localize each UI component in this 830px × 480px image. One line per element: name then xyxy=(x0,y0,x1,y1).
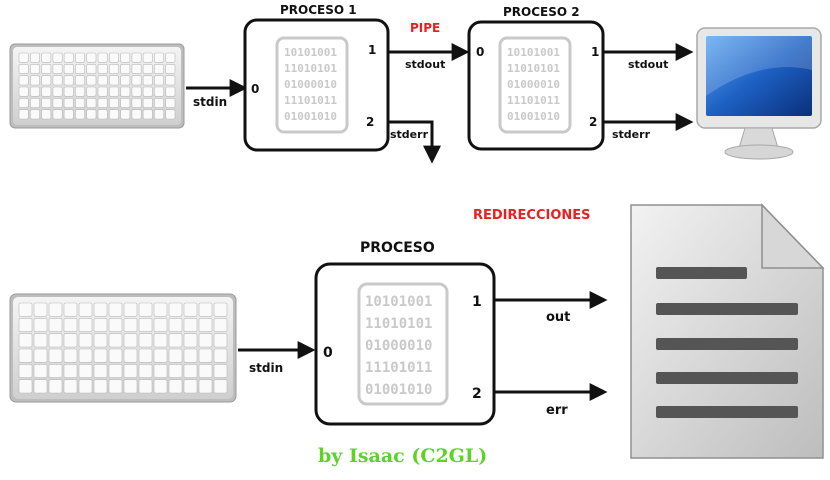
out-label: out xyxy=(546,310,570,325)
keyboard-icon xyxy=(9,293,237,403)
process1-stderr-arrow xyxy=(388,120,441,164)
svg-text:10101001: 10101001 xyxy=(365,294,432,310)
process2-binary-panel xyxy=(498,36,572,134)
process2-binary: 10101001 11010101 01000010 11101011 0100… xyxy=(507,46,560,123)
process1-title: PROCESO 1 xyxy=(280,3,357,17)
svg-text:01001010: 01001010 xyxy=(284,110,337,123)
process2-fd0: 0 xyxy=(476,45,484,59)
svg-text:01000010: 01000010 xyxy=(284,78,337,91)
svg-text:01000010: 01000010 xyxy=(507,78,560,91)
svg-text:11010101: 11010101 xyxy=(507,62,560,75)
monitor-icon xyxy=(696,27,822,160)
process1-stdout-label: stdout xyxy=(405,58,445,71)
process2-fd2: 2 xyxy=(589,115,597,129)
process1-binary: 10101001 11010101 01000010 11101011 0100… xyxy=(284,46,337,123)
process-binary: 10101001 11010101 01000010 11101011 0100… xyxy=(365,294,432,398)
process1-fd2: 2 xyxy=(366,115,374,129)
keyboard-icon xyxy=(9,43,185,129)
stdin-label: stdin xyxy=(193,95,227,109)
process1-stderr-label: stderr xyxy=(390,128,429,141)
process2-stdout-label: stdout xyxy=(628,58,668,71)
process1-box xyxy=(243,18,390,152)
process-fd1: 1 xyxy=(472,294,482,310)
author-credit: by Isaac (C2GL) xyxy=(318,445,487,467)
process-title: PROCESO xyxy=(360,240,435,256)
stdin-label: stdin xyxy=(249,361,283,375)
pipe-label: PIPE xyxy=(410,21,440,35)
process2-stderr-label: stderr xyxy=(612,128,651,141)
process-binary-panel xyxy=(357,282,449,406)
svg-text:10101001: 10101001 xyxy=(507,46,560,59)
document-icon xyxy=(630,203,825,459)
svg-text:11010101: 11010101 xyxy=(284,62,337,75)
process1-binary-panel xyxy=(275,36,349,134)
svg-text:01001010: 01001010 xyxy=(365,382,432,398)
svg-text:01000010: 01000010 xyxy=(365,338,432,354)
process1-fd0: 0 xyxy=(251,82,259,96)
svg-text:10101001: 10101001 xyxy=(284,46,337,59)
process-fd0: 0 xyxy=(323,345,333,361)
svg-text:01001010: 01001010 xyxy=(507,110,560,123)
svg-text:11101011: 11101011 xyxy=(365,360,432,376)
process2-title: PROCESO 2 xyxy=(503,5,580,19)
svg-text:11101011: 11101011 xyxy=(507,94,560,107)
redirections-label: REDIRECCIONES xyxy=(473,208,591,223)
process-fd2: 2 xyxy=(472,386,482,402)
svg-text:11010101: 11010101 xyxy=(365,316,432,332)
process2-fd1: 1 xyxy=(591,45,599,59)
err-label: err xyxy=(546,403,568,418)
svg-text:11101011: 11101011 xyxy=(284,94,337,107)
process1-fd1: 1 xyxy=(368,43,376,57)
